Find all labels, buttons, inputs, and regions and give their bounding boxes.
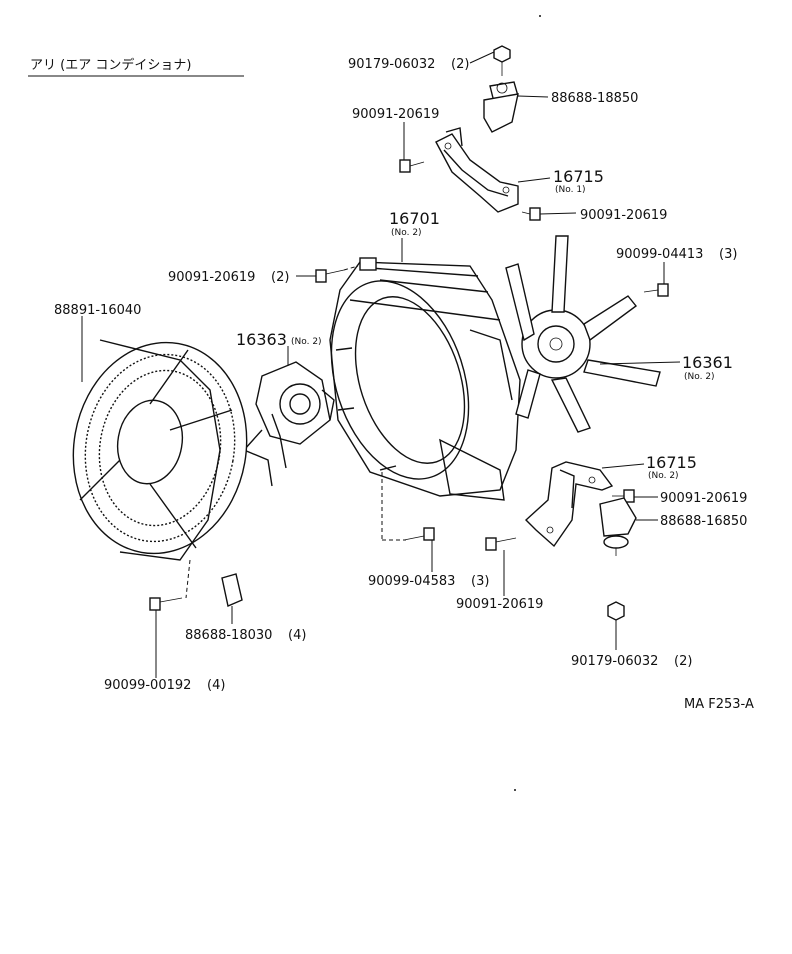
damper-mount-top-icon bbox=[483, 81, 519, 133]
bolt-icon bbox=[149, 597, 183, 611]
callout-quantity: (3) bbox=[471, 574, 489, 589]
callout-part-number: 16715 bbox=[553, 167, 604, 186]
callout-part-number: 90099-00192 bbox=[104, 678, 191, 693]
callout-note: (No. 1) bbox=[555, 185, 586, 195]
callout-part-number: 88891-16040 bbox=[54, 303, 141, 318]
fan-motor-icon bbox=[242, 361, 335, 487]
callout-note: (No. 2) bbox=[684, 372, 715, 382]
callout-quantity: (2) bbox=[674, 654, 692, 669]
callout-quantity: (4) bbox=[207, 678, 225, 693]
callout-part-number: 90179-06032 bbox=[348, 57, 435, 72]
callout-part-number: 16363 bbox=[236, 330, 287, 349]
bolt-icon bbox=[485, 537, 517, 551]
diagram-title: アリ (エア コンデイショナ) bbox=[30, 57, 191, 73]
callout-part-number: 90091-20619 bbox=[456, 597, 543, 612]
clip-icon bbox=[221, 573, 243, 607]
bolt-icon bbox=[612, 489, 635, 503]
callout-part-number: 16701 bbox=[389, 209, 440, 228]
nut-bottom-icon bbox=[607, 601, 625, 621]
fan-blade-icon bbox=[505, 235, 661, 433]
callout-part-number: 16361 bbox=[682, 353, 733, 372]
fan-shroud-icon bbox=[329, 257, 521, 501]
callout-part-number: 90091-20619 bbox=[660, 491, 747, 506]
callout-part-number: 90091-20619 bbox=[352, 107, 439, 122]
bolt-icon bbox=[521, 207, 541, 221]
scan-speck bbox=[539, 15, 541, 17]
callout-part-number: 90099-04583 bbox=[368, 574, 455, 589]
callout-quantity: (2) bbox=[451, 57, 469, 72]
callout-part-number: 90099-04413 bbox=[616, 247, 703, 262]
bolt-icon bbox=[643, 283, 669, 297]
bolt-icon bbox=[399, 159, 425, 173]
callout-part-number: 88688-16850 bbox=[660, 514, 747, 529]
callout-quantity: (3) bbox=[719, 247, 737, 262]
callout-part-number: 88688-18030 bbox=[185, 628, 272, 643]
bolt-icon bbox=[403, 527, 435, 541]
bracket-no2-icon bbox=[524, 461, 614, 548]
bolt-icon bbox=[315, 269, 345, 283]
drawing-code: MA F253-A bbox=[684, 697, 754, 712]
callout-note: (No. 2) bbox=[391, 228, 422, 238]
callout-part-number: 90179-06032 bbox=[571, 654, 658, 669]
callout-note: (No. 2) bbox=[291, 337, 322, 347]
fan-guard-icon bbox=[72, 339, 248, 561]
callout-note: (No. 2) bbox=[648, 471, 679, 481]
callout-quantity: (2) bbox=[271, 270, 289, 285]
callout-part-number: 90091-20619 bbox=[168, 270, 255, 285]
alignment-line bbox=[185, 559, 191, 599]
damper-mount-bottom-icon bbox=[599, 497, 637, 556]
leader-lines bbox=[81, 51, 681, 678]
scan-speck bbox=[514, 789, 516, 791]
callout-part-number: 88688-18850 bbox=[551, 91, 638, 106]
nut-top-icon bbox=[493, 45, 511, 76]
callout-part-number: 16715 bbox=[646, 453, 697, 472]
callout-quantity: (4) bbox=[288, 628, 306, 643]
alignment-line bbox=[343, 265, 359, 271]
bracket-no1-icon bbox=[435, 127, 519, 213]
callout-part-number: 90091-20619 bbox=[580, 208, 667, 223]
